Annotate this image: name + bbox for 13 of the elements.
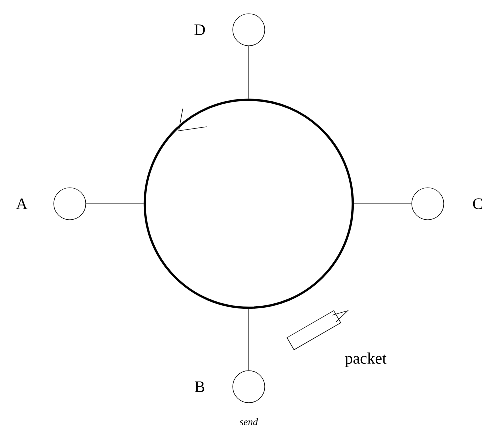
station-circle: [232, 14, 266, 46]
packet-label: packet: [345, 352, 387, 368]
node-label: D: [194, 24, 206, 36]
link-line: [248, 46, 250, 100]
station-circle: [54, 188, 86, 220]
node-label: send: [240, 418, 258, 426]
ring-circle: [144, 98, 354, 310]
node-label: C: [473, 198, 482, 210]
node-label: B: [195, 382, 205, 392]
station-circle: [412, 188, 444, 220]
node-label: A: [16, 198, 28, 210]
station-circle: [232, 370, 266, 404]
link-line: [248, 308, 250, 371]
